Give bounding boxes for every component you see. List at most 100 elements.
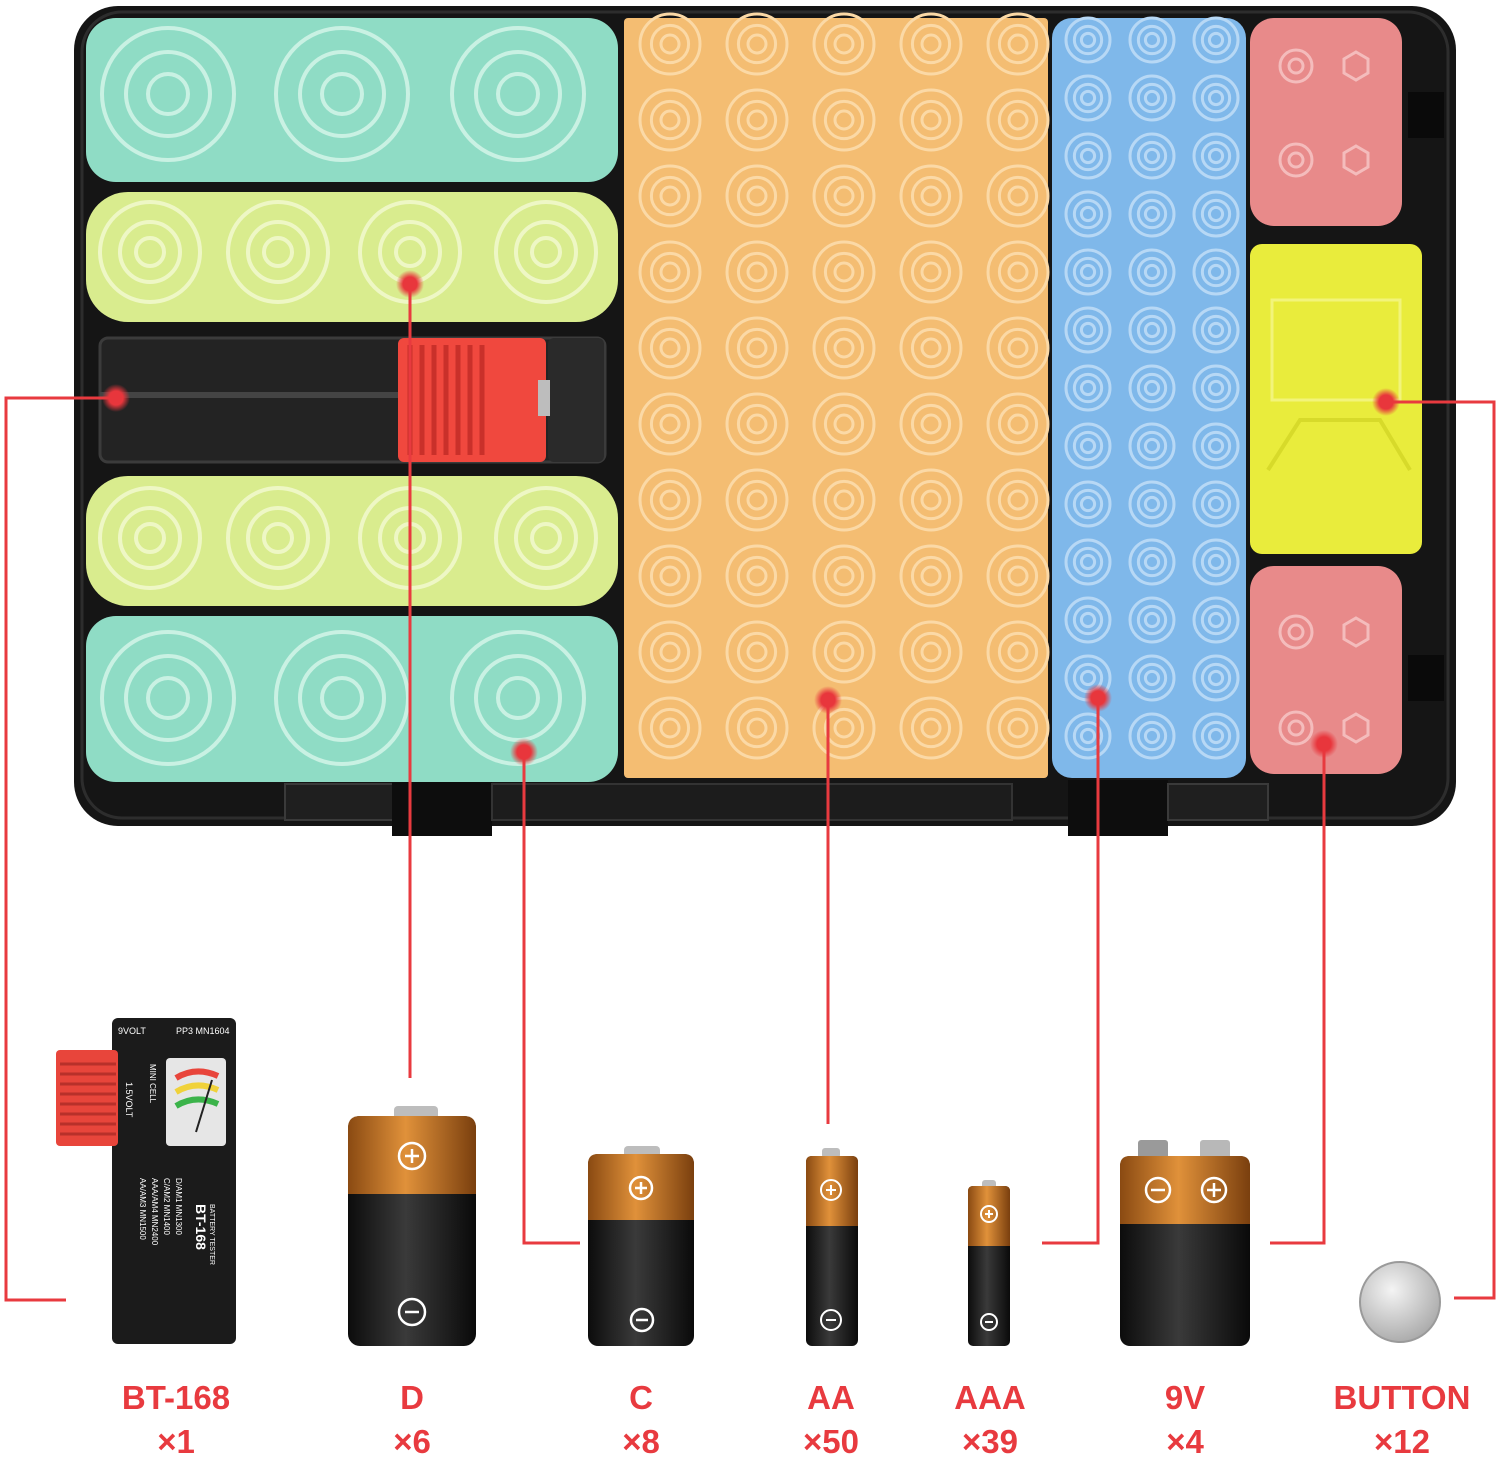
aa-slot: [986, 620, 1050, 684]
d-slot-tray-top: [86, 18, 618, 182]
label-d-name: D: [400, 1379, 424, 1416]
aa-slot: [812, 164, 876, 228]
aa-slot: [638, 620, 702, 684]
aa-slot: [638, 240, 702, 304]
aa-slot: [899, 88, 963, 152]
aaa-slot: [1128, 306, 1176, 354]
aa-slot: [725, 316, 789, 380]
label-aaa: AAA ×39: [890, 1376, 1090, 1462]
aaa-slot: [1192, 712, 1240, 760]
label-c-qty: ×8: [622, 1423, 660, 1460]
aa-slot: [638, 392, 702, 456]
aa-slot: [725, 164, 789, 228]
aaa-slot: [1128, 248, 1176, 296]
nine-v-slot-tray-top: [1250, 18, 1402, 226]
label-button: BUTTON ×12: [1302, 1376, 1500, 1462]
aa-slot: [638, 12, 702, 76]
connector-lines: [4, 284, 1496, 1302]
aa-slot: [899, 316, 963, 380]
label-d: D ×6: [312, 1376, 512, 1462]
tester-row-2: AAA/AM4 MN2400: [150, 1178, 159, 1246]
aa-slot: [986, 544, 1050, 608]
dot-button: [1372, 388, 1400, 416]
label-bt168-name: BT-168: [121, 1379, 231, 1416]
d-slot-tray-bottom: [86, 616, 618, 782]
aa-slot: [812, 88, 876, 152]
aaa-slot: [1192, 74, 1240, 122]
aa-slot: [725, 392, 789, 456]
aaa-slot: [1128, 16, 1176, 64]
aa-slot: [899, 392, 963, 456]
tester-mini-cell: MINI CELL: [148, 1064, 157, 1104]
aa-slot: [638, 164, 702, 228]
aaa-slot: [1128, 596, 1176, 644]
dot-aa: [814, 686, 842, 714]
aa-slot: [812, 468, 876, 532]
aaa-slot-tray: [1052, 16, 1246, 778]
c-battery: [588, 1146, 694, 1346]
d-battery: [348, 1106, 476, 1346]
aa-slot: [812, 240, 876, 304]
connector-button: [1386, 400, 1496, 1300]
aaa-slot: [1064, 480, 1112, 528]
dot-d: [396, 270, 424, 298]
aaa-slot: [1128, 480, 1176, 528]
aa-slot: [986, 696, 1050, 760]
aaa-slot: [1192, 16, 1240, 64]
tester-caption: BATTERY TESTER: [208, 1204, 215, 1265]
aa-slot: [986, 468, 1050, 532]
label-c-name: C: [629, 1379, 653, 1416]
aa-slot: [812, 620, 876, 684]
aa-slot: [725, 620, 789, 684]
aa-slot: [899, 620, 963, 684]
aa-slot: [725, 544, 789, 608]
tester-side-text: 1.5VOLT: [124, 1082, 134, 1118]
aa-slot: [725, 12, 789, 76]
aa-slot: [899, 12, 963, 76]
tester-slot: [98, 336, 607, 464]
aaa-slot: [1192, 364, 1240, 412]
tester-model: BT-168: [193, 1204, 209, 1250]
aaa-slot: [1192, 306, 1240, 354]
aa-slot: [986, 240, 1050, 304]
dot-9v: [1310, 730, 1338, 758]
aaa-slot: [1064, 306, 1112, 354]
c-slot-tray-lower: [86, 476, 618, 606]
label-aa: AA ×50: [731, 1376, 931, 1462]
aaa-slot: [1064, 190, 1112, 238]
aaa-slot: [1128, 712, 1176, 760]
tester-row-1: AA/AM3 MN1500: [138, 1178, 147, 1240]
label-d-qty: ×6: [393, 1423, 431, 1460]
aaa-slot: [1064, 596, 1112, 644]
aaa-slot: [1064, 422, 1112, 470]
aaa-slot: [1192, 132, 1240, 180]
aa-slot: [986, 88, 1050, 152]
aaa-slot: [1192, 422, 1240, 470]
aa-slot: [986, 316, 1050, 380]
aa-slot: [899, 164, 963, 228]
aa-slot: [899, 544, 963, 608]
aaa-slot: [1064, 538, 1112, 586]
label-bt168: BT-168 ×1: [76, 1376, 276, 1462]
aa-slot: [899, 240, 963, 304]
aaa-slot: [1128, 364, 1176, 412]
aa-slot: [638, 88, 702, 152]
aa-battery: [806, 1148, 858, 1346]
dot-aaa: [1084, 684, 1112, 712]
aa-slot: [638, 544, 702, 608]
aaa-slot: [1128, 74, 1176, 122]
dot-bt168: [102, 384, 130, 412]
aaa-slot: [1064, 74, 1112, 122]
aaa-slot: [1192, 596, 1240, 644]
label-aa-qty: ×50: [803, 1423, 859, 1460]
aaa-slot: [1192, 480, 1240, 528]
aa-slot: [812, 696, 876, 760]
aa-slot: [638, 468, 702, 532]
aaa-slot: [1064, 132, 1112, 180]
label-9v-name: 9V: [1164, 1379, 1206, 1416]
bt168-tester: 9VOLT PP3 MN1604 1.5VOLT MINI CELL AA/AM…: [56, 1018, 236, 1344]
aa-slot: [812, 544, 876, 608]
tester-row-4: D/AM1 MN1300: [174, 1178, 183, 1235]
aaa-slot: [1192, 248, 1240, 296]
